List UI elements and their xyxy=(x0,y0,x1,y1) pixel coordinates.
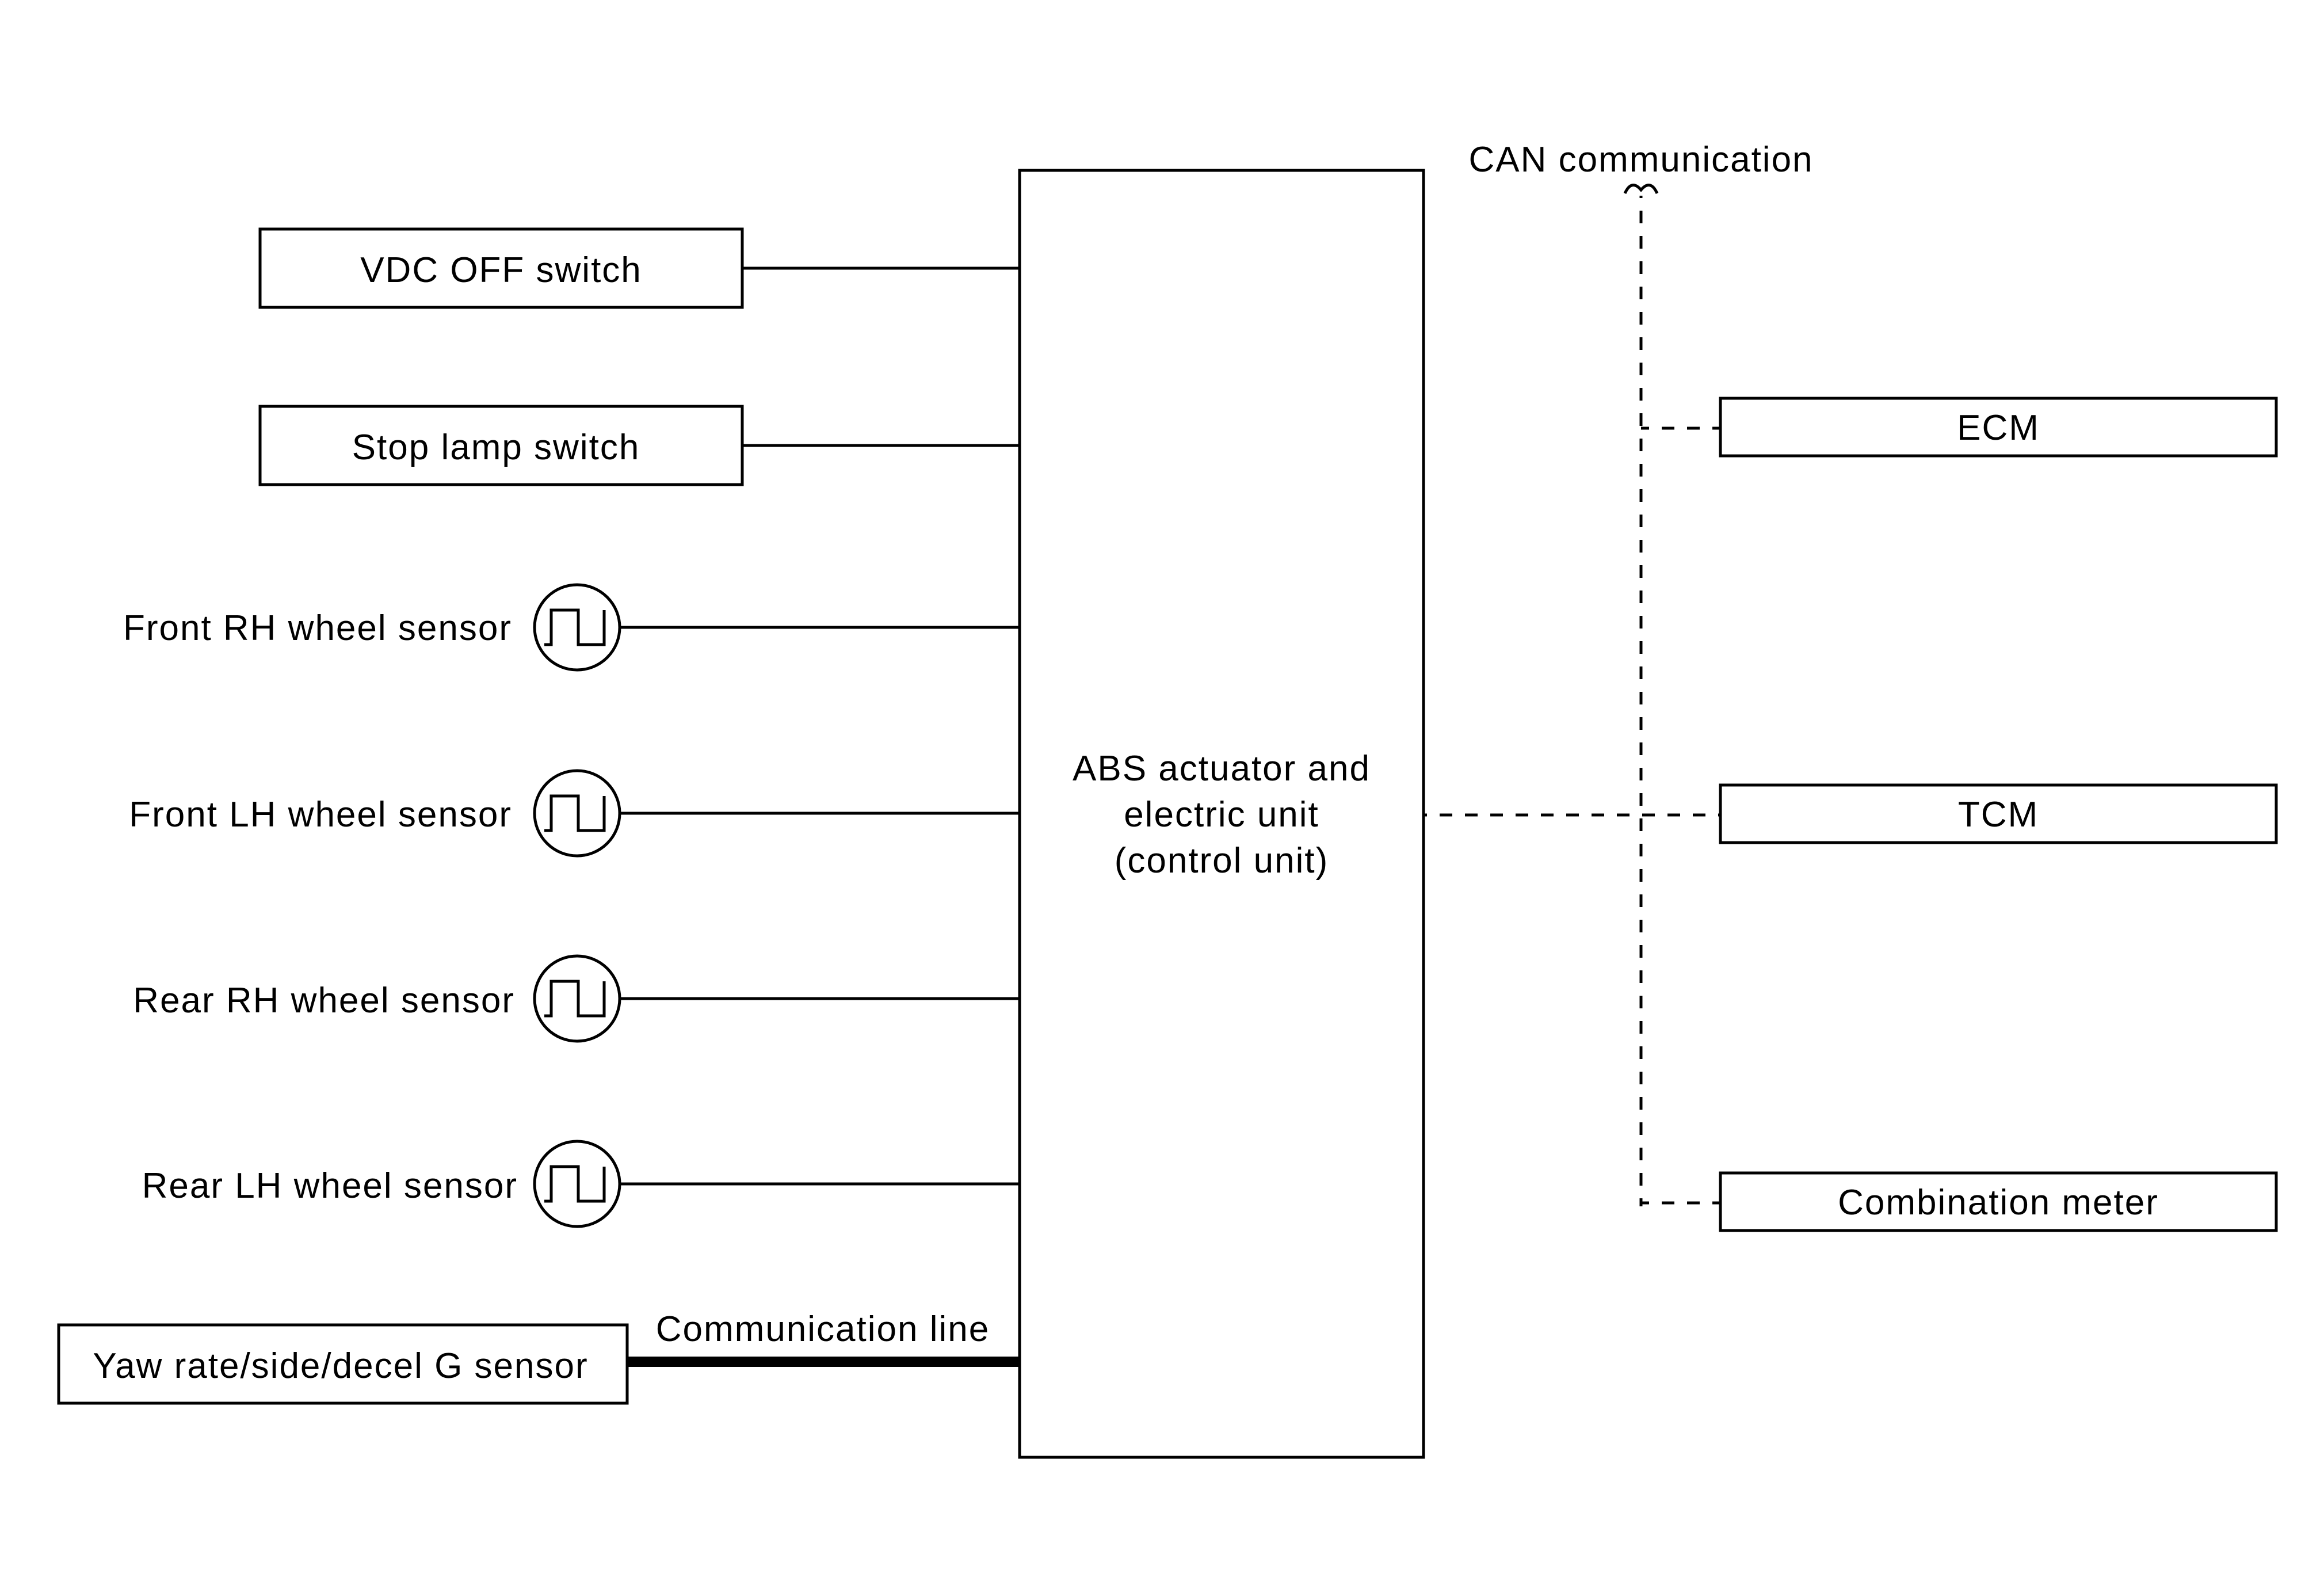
square-wave-icon xyxy=(544,794,606,832)
rear-lh-wheel-sensor-label: Rear LH wheel sensor xyxy=(142,1166,518,1206)
control-unit-label-line3: (control unit) xyxy=(1115,841,1329,881)
square-wave-icon xyxy=(544,1165,606,1203)
rear-rh-wheel-sensor: Rear RH wheel sensor xyxy=(133,954,1020,1043)
tcm-box xyxy=(1719,783,2278,844)
rear-rh-wheel-sensor-label: Rear RH wheel sensor xyxy=(133,981,515,1020)
can-bus-lines xyxy=(1424,196,1720,1206)
control-unit-label-line1: ABS actuator and xyxy=(1073,749,1371,788)
front-lh-wheel-sensor: Front LH wheel sensor xyxy=(129,769,1020,858)
yaw-rate-sensor-label: Yaw rate/side/decel G sensor xyxy=(93,1346,588,1386)
vdc-off-switch-label: VDC OFF switch xyxy=(360,250,642,290)
square-wave-icon xyxy=(544,608,606,646)
front-lh-wheel-sensor-label: Front LH wheel sensor xyxy=(129,795,512,835)
can-communication-label: CAN communication xyxy=(1468,140,1813,180)
abs-control-unit-box xyxy=(1018,169,1425,1459)
combination-meter-label: Combination meter xyxy=(1838,1183,2159,1222)
stop-lamp-switch-label: Stop lamp switch xyxy=(352,428,640,467)
combination-meter-box xyxy=(1719,1171,2278,1232)
can-brace-icon xyxy=(1623,184,1659,195)
vdc-off-switch-box xyxy=(258,227,744,309)
control-unit-label-line2: electric unit xyxy=(1124,795,1319,835)
front-rh-wheel-sensor: Front RH wheel sensor xyxy=(123,583,1020,672)
yaw-rate-sensor-box xyxy=(57,1323,629,1405)
communication-line-label: Communication line xyxy=(656,1309,990,1349)
front-rh-wheel-sensor-label: Front RH wheel sensor xyxy=(123,608,512,648)
stop-lamp-switch-box xyxy=(258,405,744,486)
ecm-label: ECM xyxy=(1957,408,2040,448)
tcm-label: TCM xyxy=(1958,795,2039,835)
ecm-box xyxy=(1719,397,2278,458)
square-wave-icon xyxy=(544,980,606,1018)
rear-lh-wheel-sensor: Rear LH wheel sensor xyxy=(142,1140,1020,1228)
